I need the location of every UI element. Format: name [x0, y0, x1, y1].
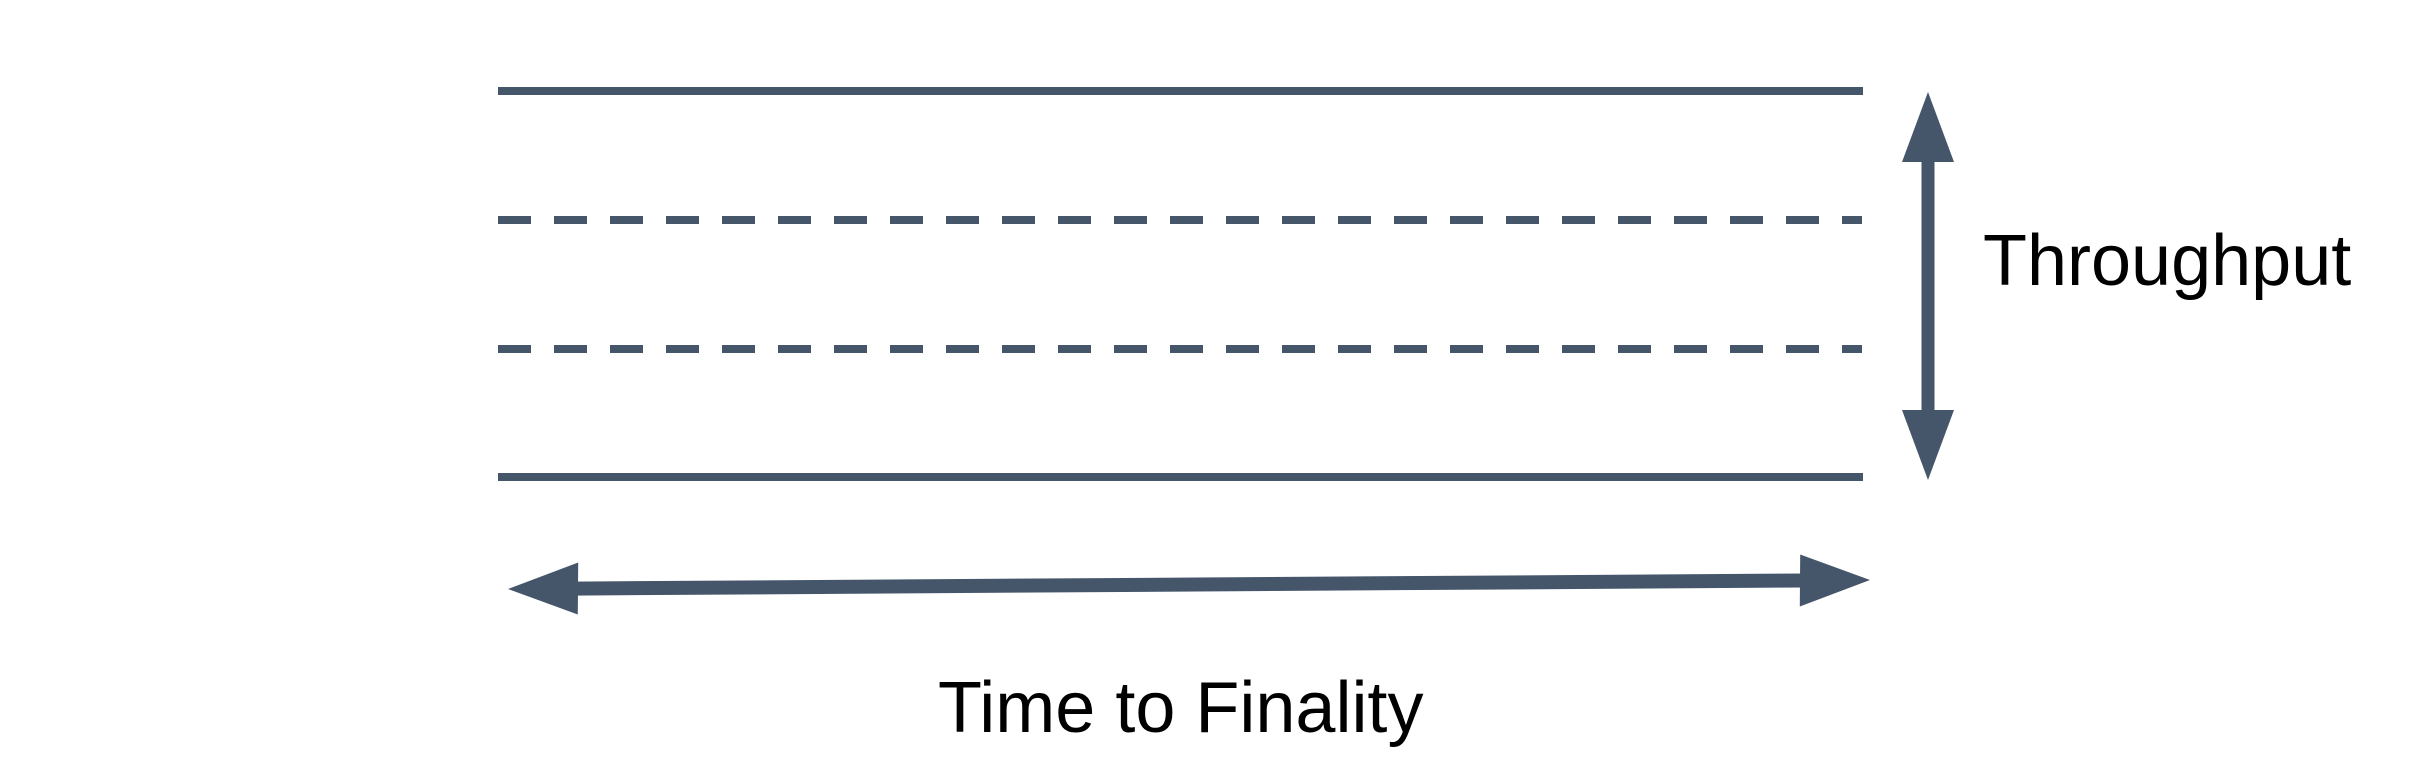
throughput-arrow-down-head-icon	[1902, 410, 1954, 480]
time-to-finality-arrow-right-head-icon	[1799, 554, 1870, 607]
throughput-label: Throughput	[1983, 221, 2351, 301]
throughput-arrow-up-head-icon	[1902, 92, 1954, 162]
time-to-finality-label: Time to Finality	[938, 668, 1423, 748]
time-to-finality-arrow-stem	[571, 573, 1807, 596]
time-to-finality-arrow	[508, 554, 1870, 615]
throughput-arrow	[1902, 92, 1954, 480]
time-to-finality-arrow-left-head-icon	[508, 562, 579, 615]
